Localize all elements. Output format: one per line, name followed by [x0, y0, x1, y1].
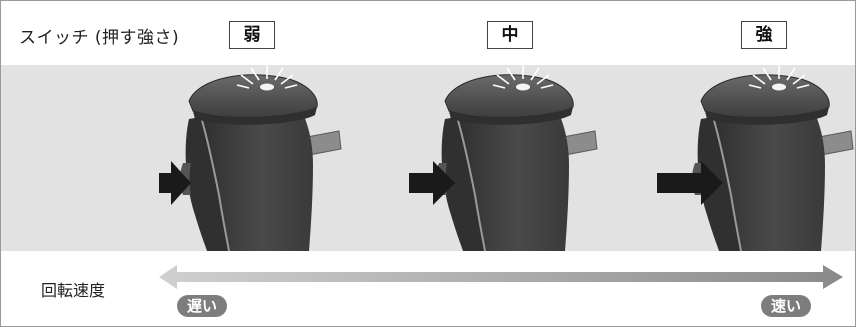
slow-badge: 遅い	[177, 295, 227, 317]
speed-double-arrow	[159, 265, 843, 289]
device-medium-illustration	[436, 65, 597, 251]
fast-badge: 速い	[761, 295, 811, 317]
device-weak-illustration	[180, 65, 341, 251]
device-strong-illustration	[692, 65, 853, 251]
rotation-speed-label: 回転速度	[41, 277, 105, 301]
